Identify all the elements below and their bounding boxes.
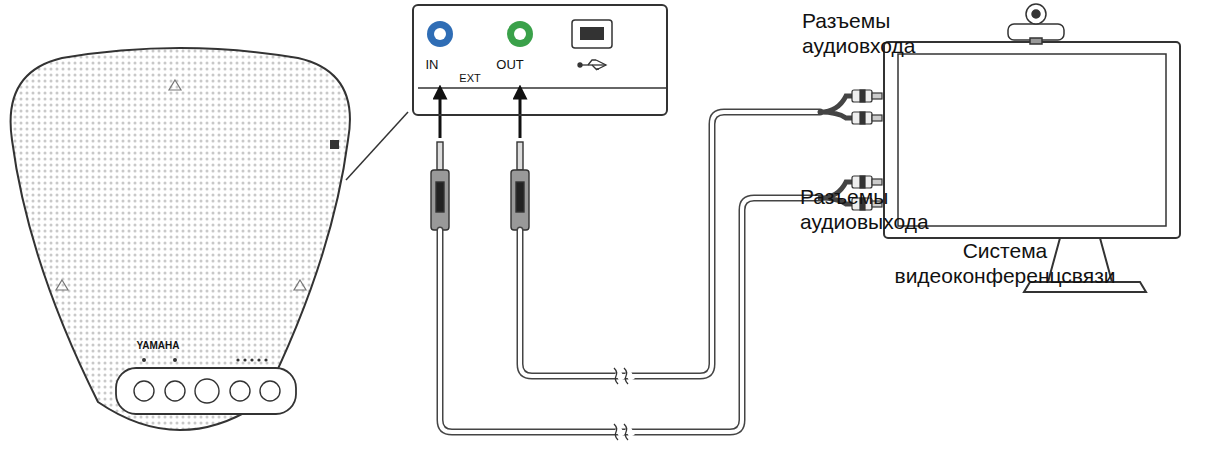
port-panel-inset: IN EXT OUT xyxy=(412,4,668,116)
leader-line xyxy=(346,112,408,180)
brand-name: YAMAHA xyxy=(137,340,180,351)
speakerphone xyxy=(11,48,350,430)
port-group-label: EXT xyxy=(459,72,480,84)
connector-label: Разъемы аудиовхода xyxy=(802,8,952,58)
camera xyxy=(1008,4,1064,44)
audio-cable xyxy=(440,96,852,432)
port-panel xyxy=(418,20,666,88)
break-mark xyxy=(614,368,628,440)
connector-label: Разъемы аудиовыхода xyxy=(800,184,950,234)
mini-jack-plug xyxy=(431,142,529,230)
port-label: OUT xyxy=(496,57,523,72)
port-label: IN xyxy=(426,57,439,72)
device-label: Система видеоконференцсвязи xyxy=(880,238,1130,288)
device-body: YAMAHA xyxy=(8,40,358,450)
